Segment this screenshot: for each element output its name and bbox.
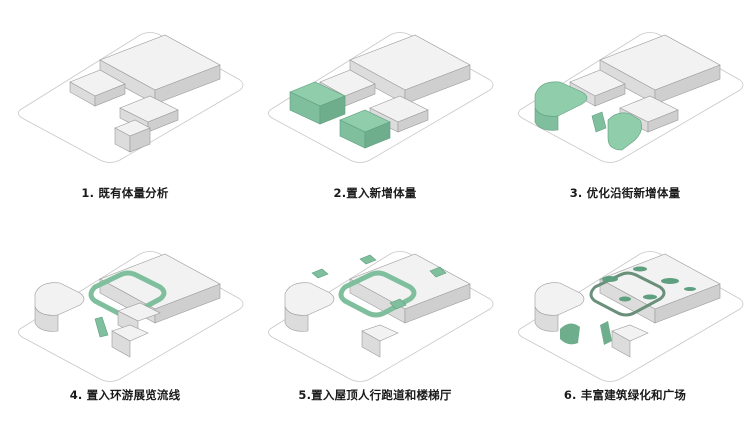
step-panel-3: 3. 优化沿街新增体量 xyxy=(500,0,750,219)
step-caption: 3. 优化沿街新增体量 xyxy=(500,185,750,201)
step-caption: 2.置入新增体量 xyxy=(250,185,500,201)
step-caption: 1. 既有体量分析 xyxy=(0,185,250,201)
greenery-patch xyxy=(643,295,657,300)
step-panel-5: 5.置入屋顶人行跑道和楼梯厅 xyxy=(250,219,500,438)
greenery-patch xyxy=(661,278,679,284)
diagram-loop-route xyxy=(0,219,250,399)
optimized-volume-front xyxy=(608,113,642,150)
diagram-existing-volumes xyxy=(0,0,250,180)
step-caption: 5.置入屋顶人行跑道和楼梯厅 xyxy=(250,387,500,403)
greenery-patch xyxy=(602,276,618,282)
greenery-patch xyxy=(684,287,696,291)
diagram-new-volumes xyxy=(250,0,500,180)
greenery-patch xyxy=(619,297,631,302)
diagram-optimized-volumes xyxy=(500,0,750,180)
greenery-patch xyxy=(600,321,612,345)
greenery-patch xyxy=(560,323,580,344)
diagram-greenery-plaza xyxy=(500,219,750,399)
optimized-volume-mid xyxy=(592,112,606,132)
greenery-patch xyxy=(633,267,647,272)
step-caption: 6. 丰富建筑绿化和广场 xyxy=(500,387,750,403)
step-panel-4: 4. 置入环游展览流线 xyxy=(0,219,250,438)
diagram-rooftop-track xyxy=(250,219,500,399)
step-panel-6: 6. 丰富建筑绿化和广场 xyxy=(500,219,750,438)
stair-hall xyxy=(360,255,376,264)
stair-hall xyxy=(312,269,328,278)
step-caption: 4. 置入环游展览流线 xyxy=(0,387,250,403)
step-panel-1: 1. 既有体量分析 xyxy=(0,0,250,219)
step-panel-2: 2.置入新增体量 xyxy=(250,0,500,219)
